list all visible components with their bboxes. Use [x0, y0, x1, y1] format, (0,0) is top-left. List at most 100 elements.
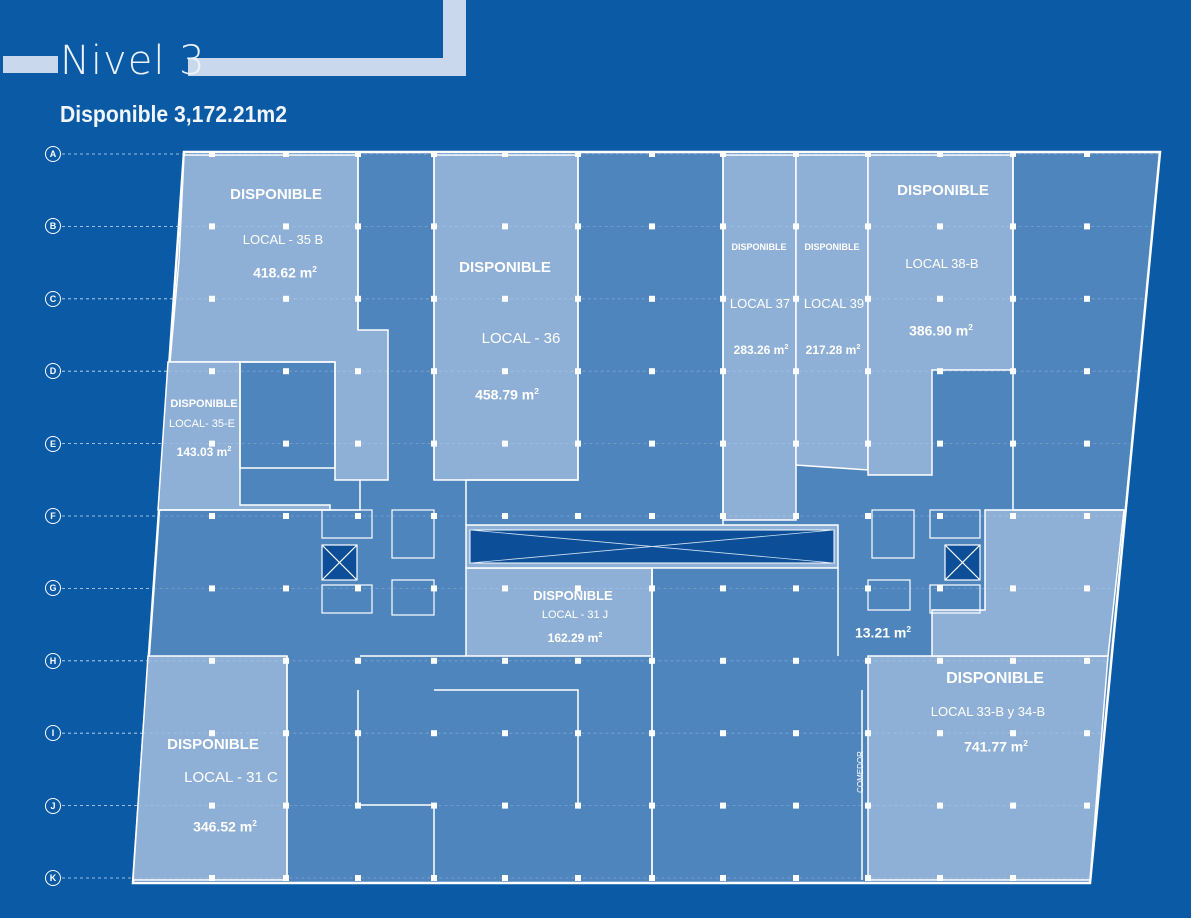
structural-column — [355, 730, 361, 737]
structural-column — [502, 802, 508, 809]
name-local-38b: LOCAL 38-B — [905, 256, 979, 271]
structural-column — [1084, 295, 1090, 302]
status-local-35b: DISPONIBLE — [230, 186, 322, 203]
structural-column — [209, 513, 215, 519]
structural-column — [1084, 585, 1090, 592]
structural-column — [431, 368, 437, 375]
area-label-local-31j: 162.29 m2 — [547, 630, 603, 645]
structural-column — [502, 730, 508, 737]
structural-column — [937, 223, 943, 230]
structural-column — [793, 223, 799, 230]
structural-column — [502, 513, 508, 519]
structural-column — [649, 802, 655, 809]
structural-column — [720, 585, 726, 592]
structural-column — [649, 440, 655, 447]
structural-column — [1010, 151, 1016, 157]
structural-column — [575, 151, 581, 157]
area-label-local-35b: 418.62 m2 — [253, 264, 317, 281]
structural-column — [283, 223, 289, 230]
structural-column — [283, 657, 289, 664]
structural-column — [431, 585, 437, 592]
area-local-31c — [132, 655, 288, 881]
structural-column — [502, 440, 508, 447]
structural-column — [865, 657, 871, 664]
structural-column — [720, 151, 726, 157]
structural-column — [865, 295, 871, 302]
structural-column — [283, 295, 289, 302]
status-local-38b: DISPONIBLE — [897, 182, 989, 199]
grid-row-label-g: G — [45, 580, 61, 597]
name-local-33b-34b: LOCAL 33-B y 34-B — [930, 704, 1046, 719]
area-label-local-35e: 143.03 m2 — [176, 444, 232, 459]
structural-column — [283, 513, 289, 519]
area-local-39 — [795, 154, 869, 471]
structural-column — [1010, 223, 1016, 230]
structural-column — [575, 513, 581, 519]
structural-column — [1010, 513, 1016, 519]
structural-column — [865, 440, 871, 447]
area-local-33b-34b — [867, 655, 1109, 881]
structural-column — [355, 513, 361, 519]
structural-column — [865, 585, 871, 592]
structural-column — [575, 585, 581, 592]
structural-column — [283, 730, 289, 737]
area-label-local-31c: 346.52 m2 — [193, 818, 257, 835]
structural-column — [720, 802, 726, 809]
header-frame-bar — [188, 0, 466, 76]
header-left-bar — [3, 56, 58, 73]
structural-column — [431, 657, 437, 664]
structural-column — [355, 223, 361, 230]
structural-column — [283, 585, 289, 592]
structural-column — [502, 657, 508, 664]
structural-column — [1010, 295, 1016, 302]
structural-column — [575, 730, 581, 737]
structural-column — [937, 513, 943, 519]
grid-row-label-f: F — [45, 508, 61, 524]
floor-title: Nivel 3 — [60, 38, 206, 84]
core-left — [321, 509, 435, 616]
status-local-31j: DISPONIBLE — [533, 588, 613, 603]
structural-column — [1084, 802, 1090, 809]
structural-column — [502, 295, 508, 302]
structural-column — [575, 802, 581, 809]
structural-column — [793, 657, 799, 664]
structural-column — [649, 513, 655, 519]
structural-column — [649, 368, 655, 375]
name-local-35e: LOCAL- 35-E — [168, 418, 236, 430]
structural-column — [937, 151, 943, 157]
structural-column — [502, 223, 508, 230]
structural-column — [1010, 368, 1016, 375]
name-local-31j: LOCAL - 31 J — [541, 609, 609, 621]
structural-column — [355, 151, 361, 157]
structural-column — [502, 585, 508, 592]
structural-column — [283, 440, 289, 447]
structural-column — [355, 295, 361, 302]
structural-column — [1084, 657, 1090, 664]
structural-column — [649, 223, 655, 230]
structural-column — [431, 295, 437, 302]
structural-column — [865, 875, 871, 881]
structural-column — [575, 657, 581, 664]
structural-column — [1084, 223, 1090, 230]
structural-column — [937, 730, 943, 737]
structural-column — [209, 585, 215, 592]
name-local-35b: LOCAL - 35 B — [242, 232, 324, 247]
structural-column — [431, 151, 437, 157]
grid-row-label-h: H — [45, 652, 61, 669]
structural-column — [793, 802, 799, 809]
structural-column — [793, 513, 799, 519]
structural-column — [209, 223, 215, 230]
structural-column — [720, 657, 726, 664]
structural-column — [575, 875, 581, 881]
grid-row-label-a: A — [45, 146, 61, 162]
structural-column — [431, 223, 437, 230]
structural-column — [720, 223, 726, 230]
structural-column — [1084, 440, 1090, 447]
structural-column — [431, 513, 437, 519]
structural-column — [865, 223, 871, 230]
structural-column — [865, 513, 871, 519]
area-label-local-38b: 386.90 m2 — [909, 322, 973, 339]
structural-column — [937, 368, 943, 375]
structural-column — [502, 875, 508, 881]
